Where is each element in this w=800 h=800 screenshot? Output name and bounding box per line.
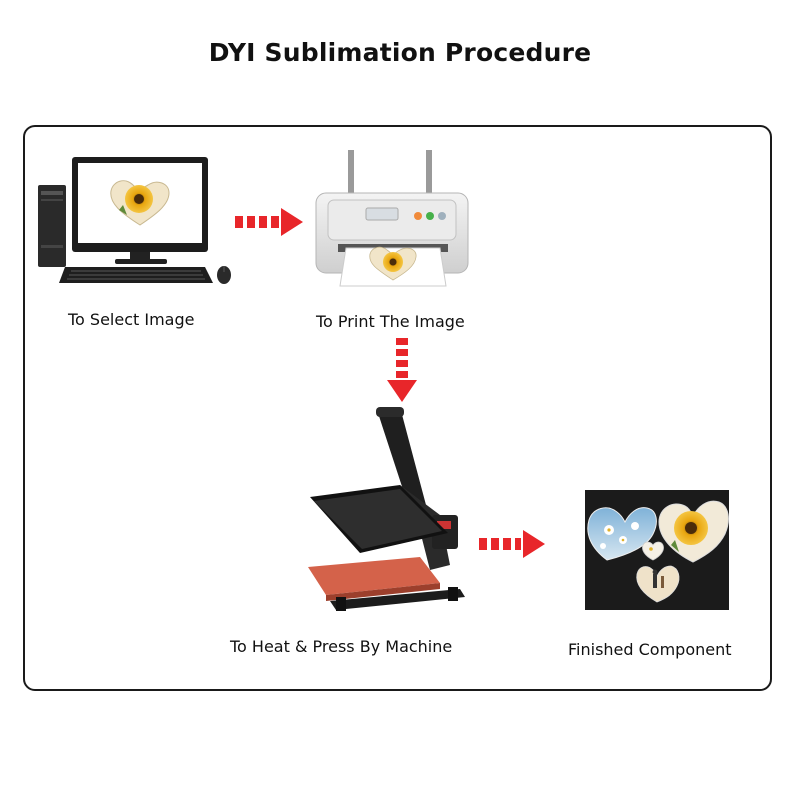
arrow-down-icon	[387, 338, 417, 402]
procedure-frame	[23, 125, 772, 691]
arrow-right-icon	[235, 208, 303, 236]
step-label-print-image: To Print The Image	[316, 312, 465, 331]
step-label-select-image: To Select Image	[68, 310, 195, 329]
computer-icon	[38, 157, 231, 284]
heat-press-icon	[308, 407, 465, 611]
printer-icon	[315, 150, 469, 287]
step-label-finished: Finished Component	[568, 640, 732, 659]
step-label-heat-press: To Heat & Press By Machine	[230, 637, 453, 656]
page-title: DYI Sublimation Procedure	[208, 38, 592, 67]
arrow-right-icon	[479, 530, 545, 558]
finished-photo	[585, 490, 729, 610]
